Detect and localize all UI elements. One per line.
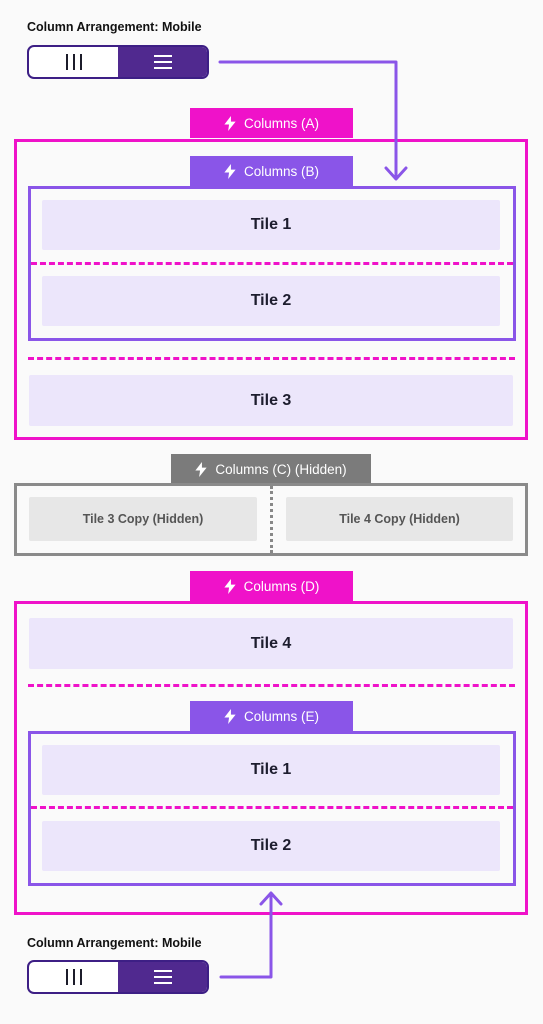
columns-b-label-text: Columns (B) (243, 163, 319, 179)
columns-c-label-text: Columns (C) (Hidden) (215, 461, 347, 477)
columns-b-tile-1: Tile 1 (42, 200, 500, 250)
three-columns-icon (65, 969, 82, 985)
bottom-arrowhead (259, 891, 283, 906)
columns-a-label: Columns (A) (190, 108, 353, 138)
columns-d-tile-4: Tile 4 (29, 618, 513, 669)
lightning-icon (223, 578, 236, 594)
columns-e-tile-1: Tile 1 (42, 745, 500, 795)
columns-c-tile-1: Tile 3 Copy (Hidden) (29, 497, 257, 541)
hamburger-rows-icon (153, 55, 172, 69)
columns-d-label: Columns (D) (190, 571, 353, 601)
lightning-icon (224, 115, 236, 131)
bottom-connector-arrow (219, 892, 273, 979)
tile-divider (28, 684, 515, 687)
columns-a-label-text: Columns (A) (243, 115, 319, 131)
top-columns-option[interactable] (29, 47, 118, 77)
bottom-columns-option[interactable] (29, 962, 118, 992)
bottom-rows-option[interactable] (118, 962, 207, 992)
lightning-icon (224, 163, 236, 179)
columns-c-label: Columns (C) (Hidden) (171, 454, 371, 484)
lightning-icon (224, 708, 236, 724)
columns-e-tile-2: Tile 2 (42, 821, 500, 871)
columns-a-frame (14, 139, 528, 440)
columns-c-tile-2: Tile 4 Copy (Hidden) (286, 497, 513, 541)
columns-e-label: Columns (E) (190, 701, 353, 731)
columns-a-tile-3: Tile 3 (29, 375, 513, 426)
top-rows-option[interactable] (118, 47, 207, 77)
columns-b-tile-2: Tile 2 (42, 276, 500, 326)
column-divider (270, 486, 273, 553)
columns-b-frame (28, 186, 516, 341)
columns-e-frame (28, 731, 516, 886)
lightning-icon (195, 461, 207, 477)
top-arrowhead (384, 166, 408, 181)
top-setting-caption: Column Arrangement: Mobile (27, 20, 202, 34)
bottom-setting-caption: Column Arrangement: Mobile (27, 936, 202, 950)
tile-divider (31, 262, 513, 265)
three-columns-icon (65, 54, 82, 70)
tile-divider (28, 357, 515, 360)
columns-b-label: Columns (B) (190, 156, 353, 186)
bottom-arrangement-toggle (27, 960, 209, 994)
columns-c-frame (14, 483, 528, 556)
columns-e-label-text: Columns (E) (243, 708, 319, 724)
top-arrangement-toggle (27, 45, 209, 79)
tile-divider (31, 806, 513, 809)
hamburger-rows-icon (153, 970, 172, 984)
top-connector-arrow (218, 60, 398, 180)
columns-d-label-text: Columns (D) (243, 578, 320, 594)
